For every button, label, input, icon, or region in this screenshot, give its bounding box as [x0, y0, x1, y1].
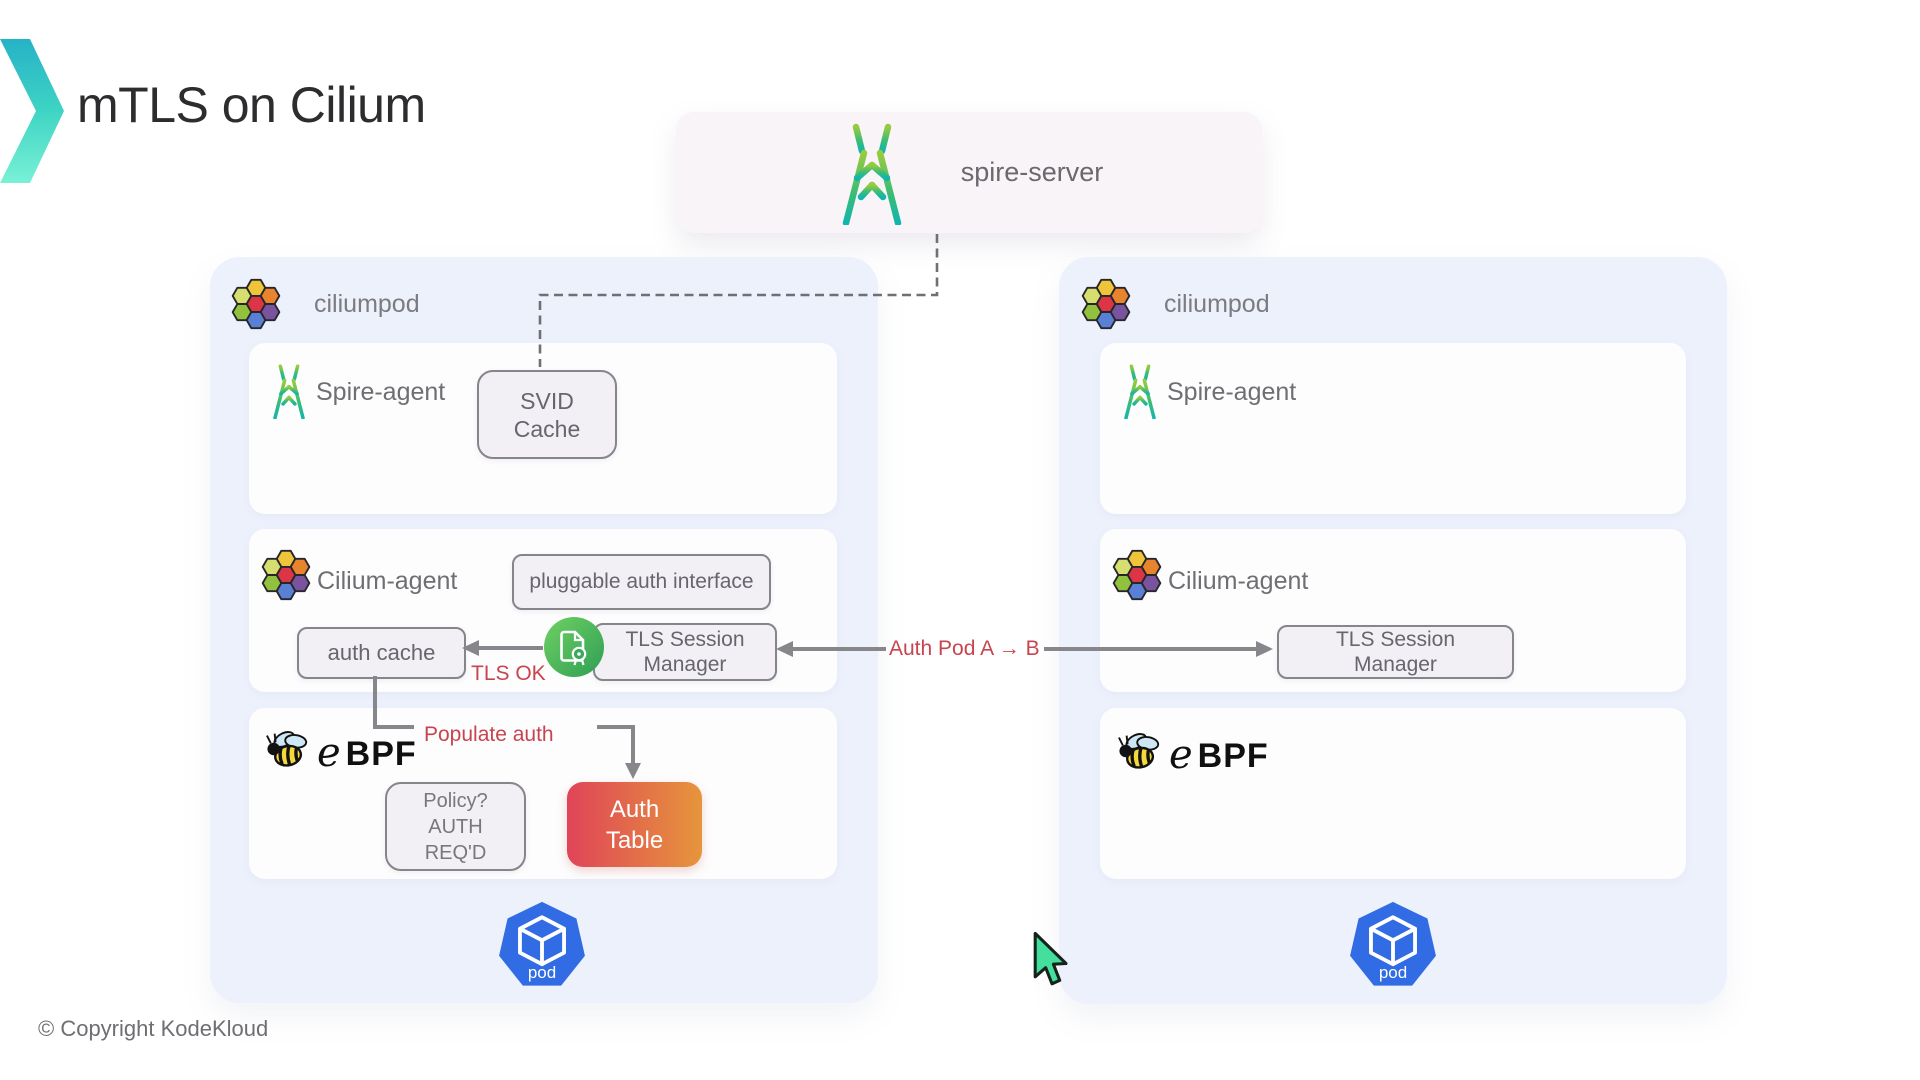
pluggable-auth-interface-box: pluggable auth interface — [512, 554, 771, 610]
page-title: mTLS on Cilium — [77, 77, 426, 133]
policy-auth-reqd-box: Policy? AUTH REQ'D — [385, 782, 526, 871]
policy-line2: AUTH — [428, 815, 483, 838]
pod-a-cilium-agent-box: Cilium-agent pluggable auth interface au… — [249, 529, 837, 692]
tls-session-manager-box-a: TLS Session Manager — [593, 623, 777, 681]
pod-b-label: pod — [1378, 963, 1408, 982]
bee-icon — [266, 728, 309, 770]
tls-session-line1: TLS Session — [625, 628, 745, 651]
spire-server-icon — [835, 121, 909, 225]
tls-session-line2: Manager — [643, 653, 727, 676]
cilium-agent-icon — [1112, 549, 1162, 601]
pod-b-header: ciliumpod — [1078, 274, 1270, 334]
auth-cache-box: auth cache — [297, 627, 466, 679]
pod-a-title: ciliumpod — [314, 289, 420, 318]
copyright-notice: © Copyright KodeKloud — [38, 1016, 269, 1041]
pluggable-auth-label: pluggable auth interface — [529, 570, 754, 593]
pod-a-icon: pod — [494, 900, 590, 992]
tls-certificate-icon — [544, 617, 604, 677]
auth-table-line1: Auth — [609, 795, 660, 823]
pod-a-panel: ciliumpod Spire-agent SVID Cache Cilium-… — [210, 257, 878, 1003]
cilium-agent-label: Cilium-agent — [317, 567, 458, 595]
pod-b-title: ciliumpod — [1164, 289, 1270, 318]
pod-b-cilium-agent-box: Cilium-agent TLS Session Manager — [1100, 529, 1686, 692]
kodekloud-chevron-icon — [0, 39, 64, 183]
spire-server-box: spire-server — [676, 112, 1262, 233]
tls-session-line2: Manager — [1354, 653, 1437, 676]
pod-b-spire-agent-box: Spire-agent — [1100, 343, 1686, 514]
pod-a-header: ciliumpod — [228, 274, 420, 334]
spire-agent-icon — [1124, 364, 1156, 419]
svid-cache-box: SVID Cache — [477, 370, 617, 459]
pod-b-panel: ciliumpod Spire-agent Cilium-agent TLS S… — [1059, 257, 1727, 1004]
svid-cache-line2: Cache — [513, 415, 581, 442]
policy-line3: REQ'D — [424, 841, 487, 864]
cilium-agent-icon — [261, 549, 311, 601]
tls-session-line1: TLS Session — [1335, 628, 1456, 651]
pod-a-label: pod — [527, 963, 557, 982]
ebpf-bpf: BPF — [1197, 737, 1269, 775]
tls-session-manager-box-b: TLS Session Manager — [1277, 625, 1514, 679]
cilium-agent-label: Cilium-agent — [1168, 567, 1309, 595]
bee-icon — [1118, 730, 1161, 772]
policy-line1: Policy? — [423, 789, 488, 812]
ebpf-bpf: BPF — [345, 735, 417, 773]
spire-agent-label: Spire-agent — [316, 378, 446, 406]
cursor-pointer-icon — [1033, 932, 1068, 986]
svid-cache-line1: SVID — [520, 387, 574, 414]
ebpf-e: e — [317, 730, 341, 776]
spire-agent-icon — [273, 364, 305, 419]
ebpf-e: e — [1169, 732, 1193, 778]
cilium-logo-icon — [1081, 278, 1131, 330]
pod-a-spire-agent-box: Spire-agent SVID Cache — [249, 343, 837, 514]
pod-b-icon: pod — [1345, 900, 1441, 992]
tls-ok-label: TLS OK — [471, 662, 546, 685]
auth-cache-label: auth cache — [327, 640, 436, 665]
spire-server-label: spire-server — [960, 157, 1104, 187]
auth-pod-a-to-b-label: Auth Pod A → B — [889, 637, 1040, 660]
auth-table-line2: Table — [605, 826, 664, 854]
auth-table-box: Auth Table — [567, 782, 702, 867]
populate-auth-label: Populate auth — [424, 723, 554, 746]
cilium-logo-icon — [231, 278, 281, 330]
spire-agent-label: Spire-agent — [1167, 378, 1297, 406]
